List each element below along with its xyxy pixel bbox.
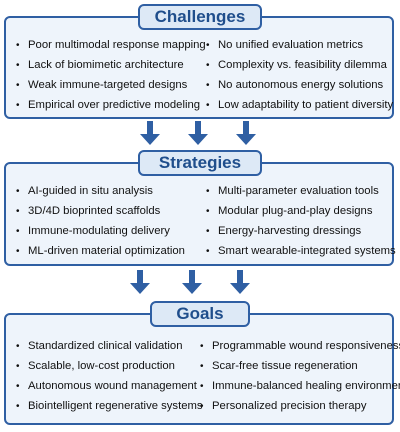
strategy-item-4: •ML-driven material optimization	[16, 245, 185, 257]
strategy-item-2: •3D/4D bioprinted scaffolds	[16, 205, 161, 217]
strategy-item-3: •Immune-modulating delivery	[16, 225, 170, 237]
challenges-panel: •Poor multimodal response mapping •Lack …	[4, 16, 394, 119]
goal-item-4: •Biointelligent regenerative systems	[16, 400, 203, 412]
strategy-item-1: •AI-guided in situ analysis	[16, 185, 153, 197]
challenge-item-4: •Empirical over predictive modeling	[16, 99, 201, 111]
goal-item-1: •Standardized clinical validation	[16, 340, 183, 352]
goal-item-5: •Programmable wound responsiveness	[200, 340, 400, 352]
goal-item-7: •Immune-balanced healing environment	[200, 380, 400, 392]
strategies-header: Strategies	[138, 150, 262, 176]
strategy-item-7: •Energy-harvesting dressings	[206, 225, 362, 237]
goal-item-8: •Personalized precision therapy	[200, 400, 367, 412]
challenge-item-8: •Low adaptability to patient diversity	[206, 99, 394, 111]
challenge-item-2: •Lack of biomimetic architecture	[16, 59, 184, 71]
challenge-item-3: •Weak immune-targeted designs	[16, 79, 188, 91]
goal-item-2: •Scalable, low-cost production	[16, 360, 175, 372]
goals-header: Goals	[150, 301, 250, 327]
strategies-panel: •AI-guided in situ analysis •3D/4D biopr…	[4, 162, 396, 266]
down-arrow-icon	[130, 270, 250, 294]
goals-panel: •Standardized clinical validation •Scala…	[4, 313, 400, 425]
strategy-item-6: •Modular plug-and-play designs	[206, 205, 373, 217]
strategy-item-5: •Multi-parameter evaluation tools	[206, 185, 379, 197]
strategy-item-8: •Smart wearable-integrated systems	[206, 245, 396, 257]
challenge-item-6: •Complexity vs. feasibility dilemma	[206, 59, 387, 71]
challenge-item-5: •No unified evaluation metrics	[206, 39, 364, 51]
goal-item-6: •Scar-free tissue regeneration	[200, 360, 358, 372]
goal-item-3: •Autonomous wound management	[16, 380, 197, 392]
challenges-header: Challenges	[138, 4, 262, 30]
challenge-item-1: •Poor multimodal response mapping	[16, 39, 206, 51]
challenge-item-7: •No autonomous energy solutions	[206, 79, 384, 91]
down-arrow-icon	[140, 121, 256, 145]
